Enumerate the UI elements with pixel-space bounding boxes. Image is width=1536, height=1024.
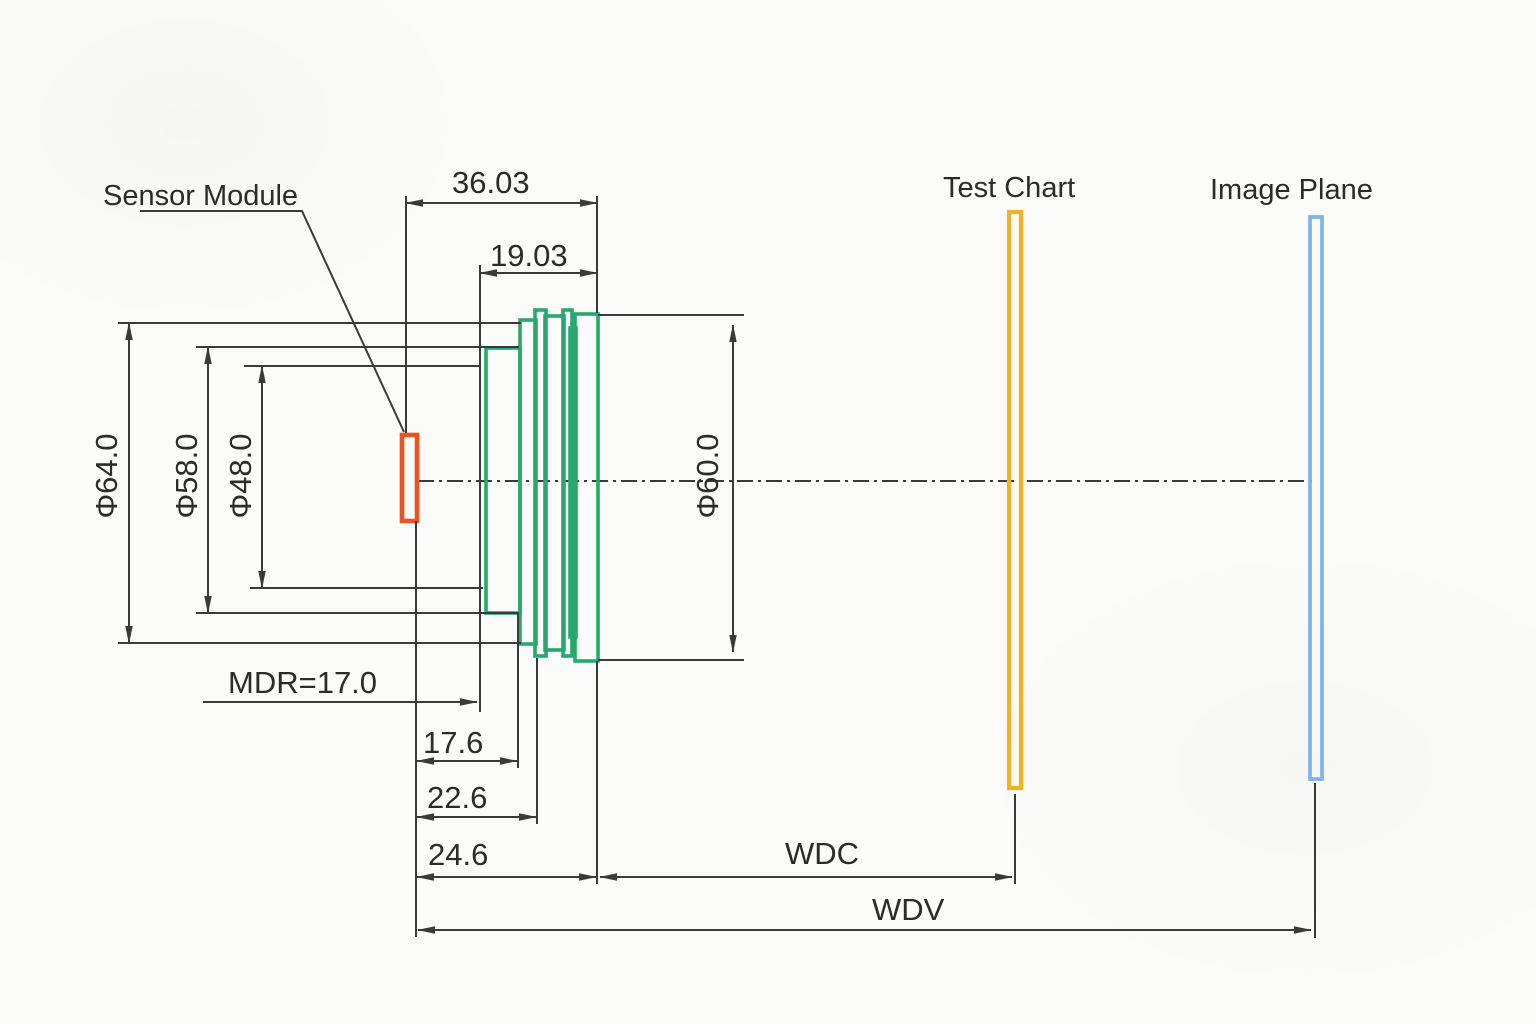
lens-front-body <box>573 312 600 663</box>
sensor-module: Sensor Module <box>103 180 420 524</box>
test-chart-shape <box>1006 209 1024 791</box>
dimension-19-03: 19.03 <box>479 238 598 712</box>
dia-60-label: Φ60.0 <box>690 433 725 518</box>
length-24-6-label: 24.6 <box>428 837 488 872</box>
dimension-dia-58: Φ58.0 <box>169 346 519 614</box>
length-36-label: 36.03 <box>452 165 530 200</box>
mdr-label: MDR=17.0 <box>228 665 377 700</box>
lens-assembly <box>484 308 600 663</box>
length-19-label: 19.03 <box>490 238 568 273</box>
length-17-6-label: 17.6 <box>423 725 483 760</box>
dimension-mdr: MDR=17.0 <box>203 665 478 706</box>
lens-mid-band <box>543 314 566 652</box>
dimension-wdv: WDV <box>417 892 1312 934</box>
dimension-wdc: WDC <box>599 836 1013 881</box>
sensor-module-shape <box>399 432 420 524</box>
dia-64-label: Φ64.0 <box>89 433 124 518</box>
sensor-module-leader-line <box>140 210 405 433</box>
image-plane-label: Image Plane <box>1210 174 1373 206</box>
dimension-36-03: 36.03 <box>405 165 598 433</box>
dimension-22-6: 22.6 <box>416 780 537 821</box>
image-plane: Image Plane <box>1210 174 1373 938</box>
image-plane-shape <box>1308 215 1324 781</box>
dimension-dia-60: Φ60.0 <box>598 314 744 661</box>
dimension-dia-64: Φ64.0 <box>89 322 521 644</box>
dia-58-label: Φ58.0 <box>169 433 204 518</box>
sensor-module-label: Sensor Module <box>103 180 298 212</box>
dimension-17-6: 17.6 <box>416 725 518 765</box>
lens-ring-2 <box>561 308 574 658</box>
dia-48-label: Φ48.0 <box>223 433 258 518</box>
wdv-label: WDV <box>872 892 945 927</box>
dimension-24-6: 24.6 <box>416 837 597 881</box>
test-chart-label: Test Chart <box>943 172 1075 204</box>
lower-extension-lines <box>415 521 598 937</box>
wdc-label: WDC <box>785 836 859 871</box>
length-22-6-label: 22.6 <box>427 780 487 815</box>
test-chart: Test Chart <box>943 172 1075 884</box>
dimension-dia-48: Φ48.0 <box>223 365 483 589</box>
